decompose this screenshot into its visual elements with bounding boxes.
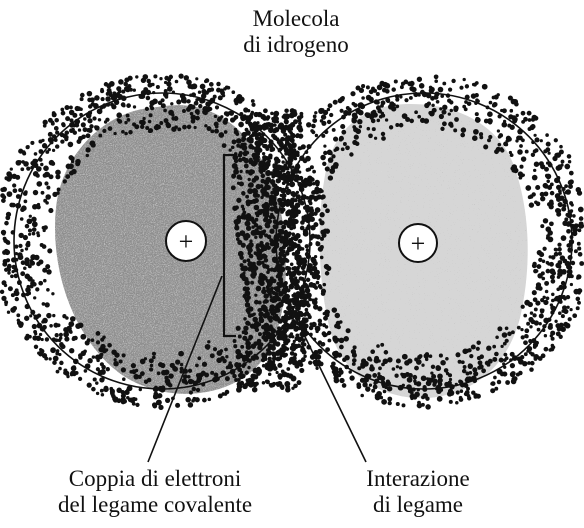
electron-pair-label-line2: del legame covalente	[20, 492, 290, 518]
right-nucleus: +	[399, 224, 437, 262]
left-nucleus: +	[166, 221, 206, 261]
bond-interaction-label-line1: Interazione	[318, 466, 518, 492]
electron-pair-label: Coppia di elettroni del legame covalente	[20, 466, 290, 518]
left-nucleus-plus-icon: +	[179, 227, 194, 256]
electron-pair-label-line1: Coppia di elettroni	[20, 466, 290, 492]
bond-interaction-label: Interazione di legame	[318, 466, 518, 518]
right-nucleus-plus-icon: +	[411, 229, 426, 258]
bond-interaction-label-line2: di legame	[318, 492, 518, 518]
